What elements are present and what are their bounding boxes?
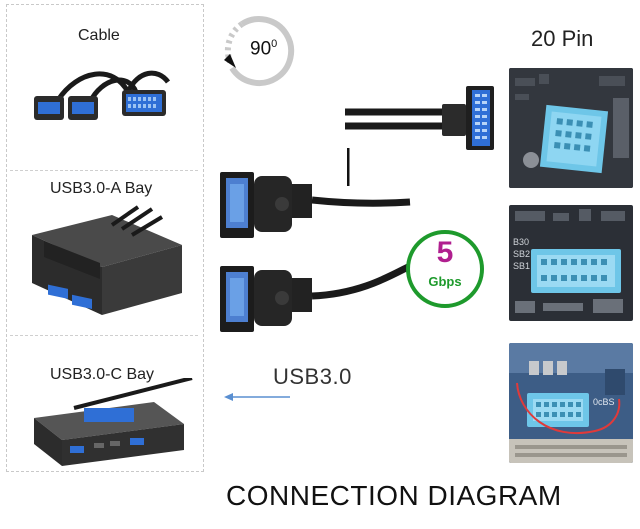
bay-a-label: USB3.0-A Bay	[50, 180, 153, 197]
svg-text:SB2: SB2	[513, 249, 530, 259]
arrow-left-icon	[224, 393, 290, 401]
connector-diagram	[220, 86, 494, 332]
panel-divider	[10, 170, 198, 171]
pin-title: 20 Pin	[531, 26, 594, 51]
rotation-label: 900	[250, 38, 278, 60]
svg-text:SB1: SB1	[513, 261, 530, 271]
svg-text:0cBS: 0cBS	[593, 397, 615, 407]
speed-value: 5	[436, 236, 454, 269]
badge-ring	[406, 230, 484, 308]
bay-a-image	[32, 205, 182, 315]
cable-image	[34, 70, 171, 120]
footer-title: CONNECTION DIAGRAM	[226, 480, 562, 511]
usb-label: USB3.0	[273, 364, 352, 389]
speed-badge: 5 Gbps	[404, 228, 486, 310]
speed-unit: Gbps	[428, 274, 462, 289]
bay-c-image	[34, 378, 193, 466]
motherboard-photo-2: B30 SB2 SB1	[509, 205, 633, 321]
svg-text:B30: B30	[513, 237, 529, 247]
bay-c-label: USB3.0-C Bay	[50, 366, 155, 383]
motherboard-photo-3: 0cBS	[509, 343, 633, 463]
motherboard-photo-1	[509, 68, 633, 188]
cable-label: Cable	[78, 27, 120, 44]
rotate-90-icon	[224, 16, 295, 87]
panel-divider	[10, 335, 198, 336]
product-panel	[6, 4, 204, 472]
